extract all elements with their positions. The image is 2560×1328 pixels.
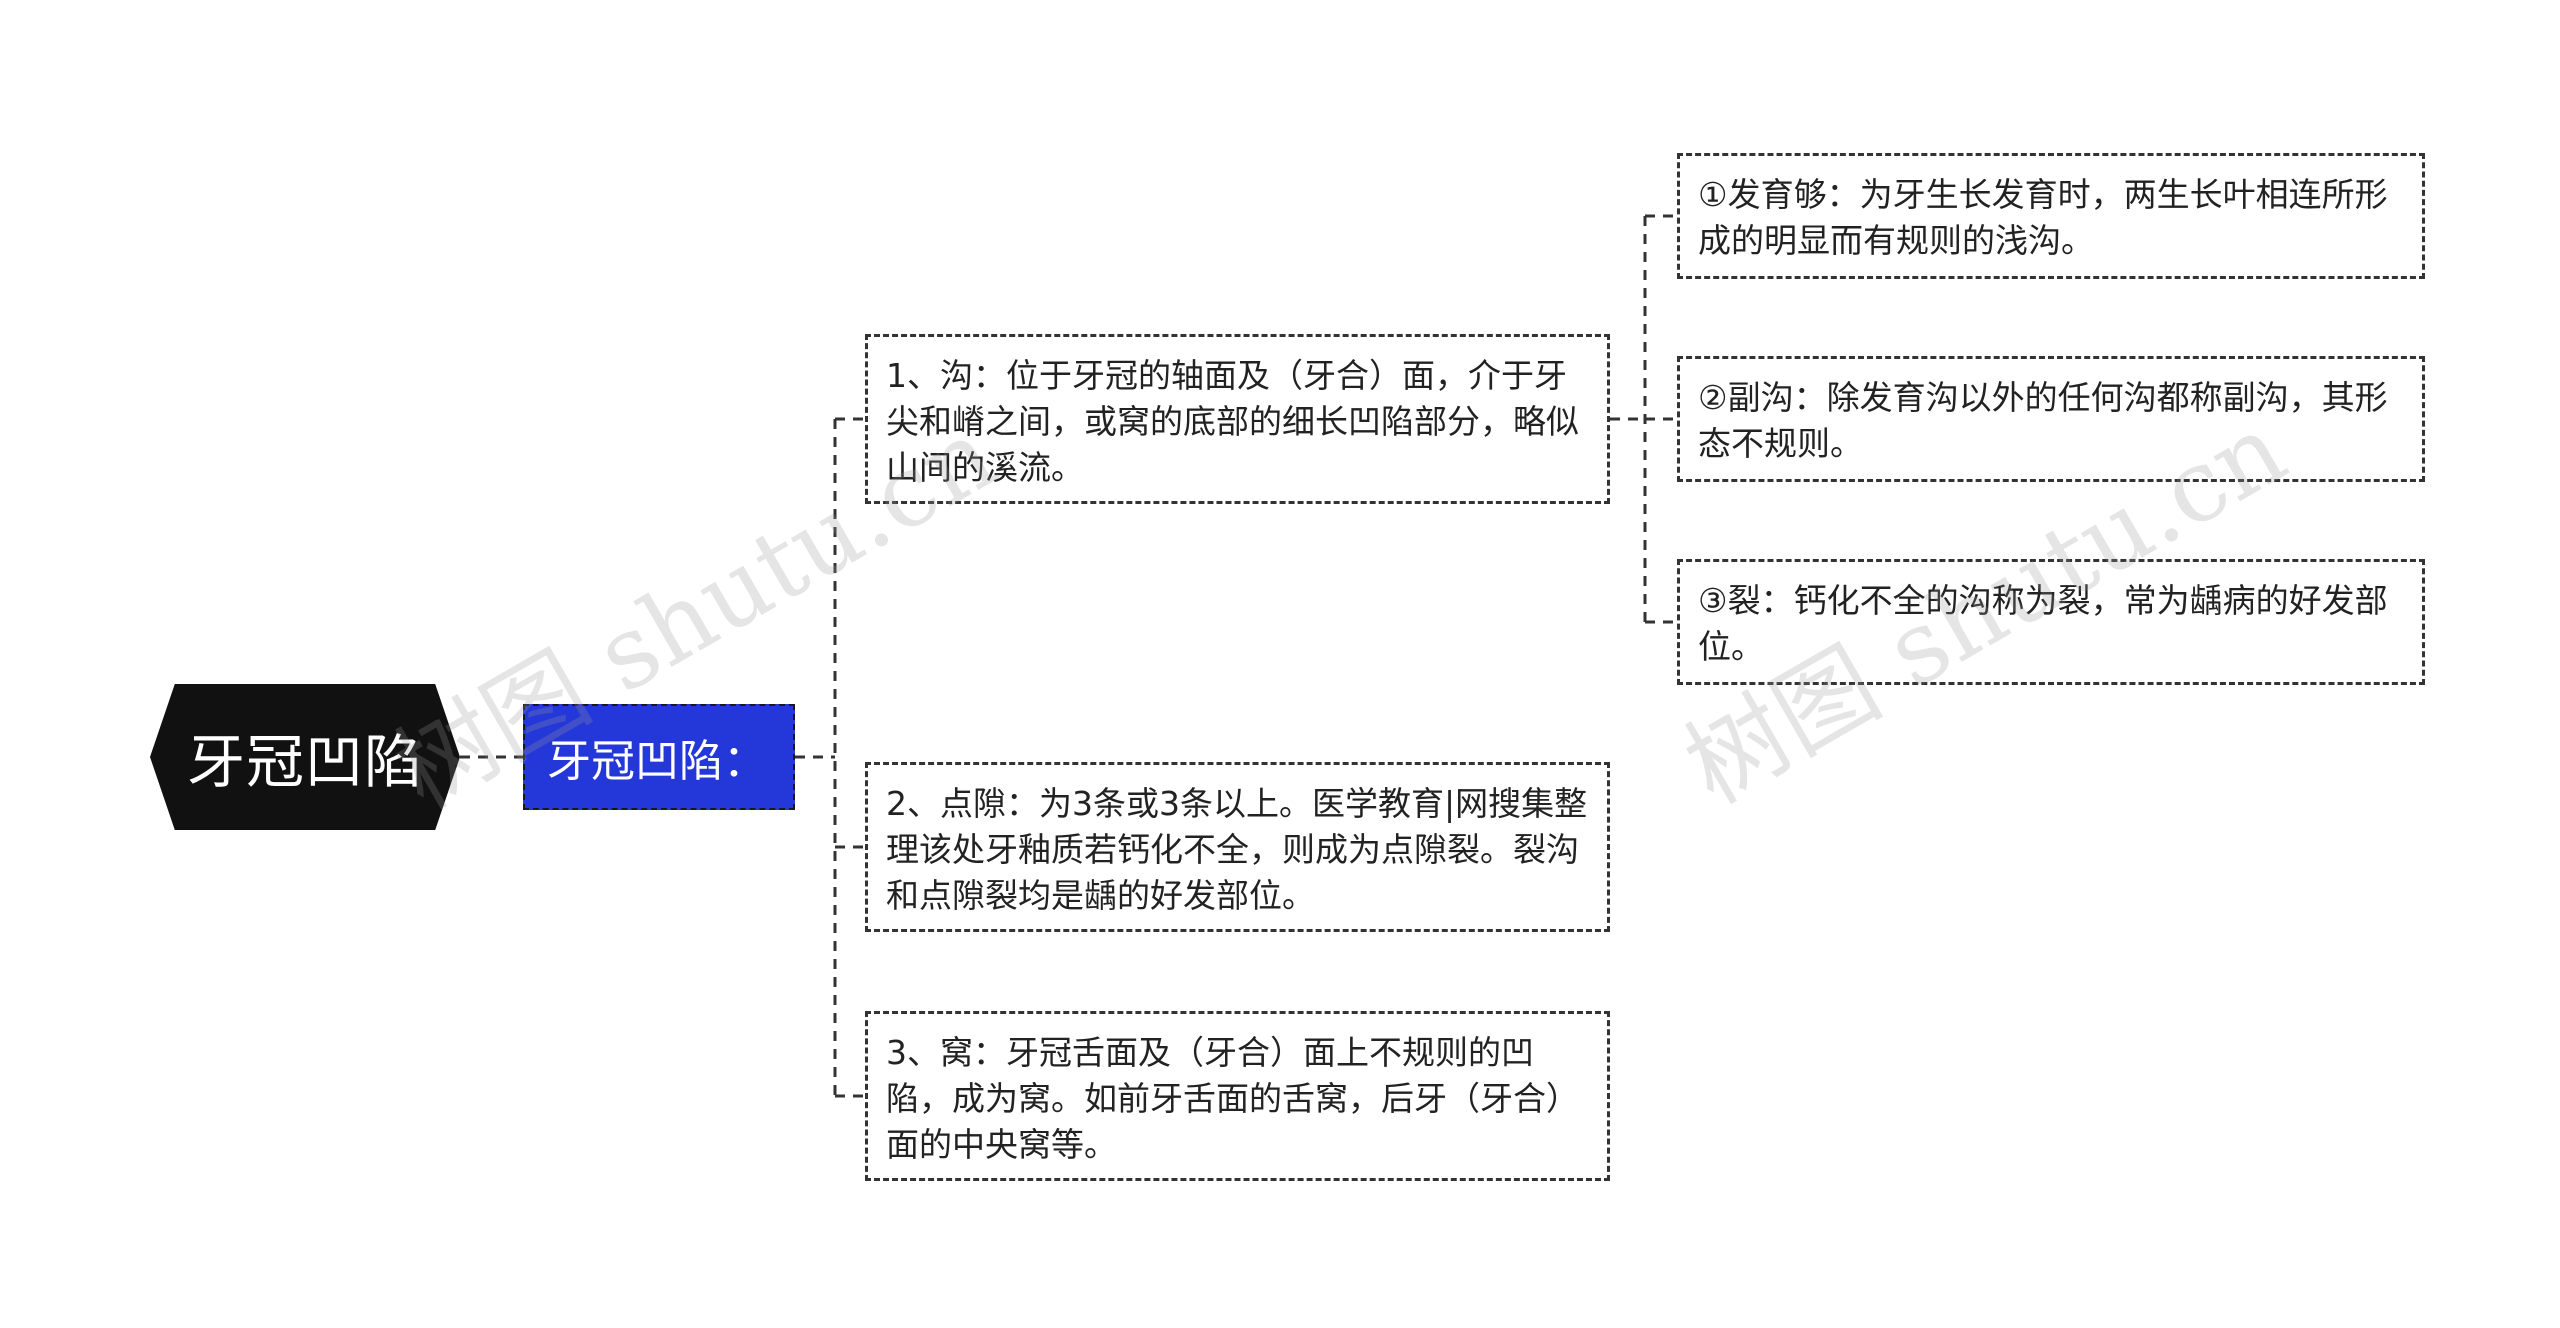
level1-node[interactable]: 牙冠凹陷： bbox=[523, 704, 795, 810]
level1-node-label: 牙冠凹陷： bbox=[547, 736, 767, 787]
subchild-node-fissure[interactable]: ③裂：钙化不全的沟称为裂，常为龋病的好发部位。 bbox=[1677, 559, 2425, 685]
subchild-node-developmental-groove[interactable]: ①发育够：为牙生长发育时，两生长叶相连所形成的明显而有规则的浅沟。 bbox=[1677, 153, 2425, 279]
subchild-node-supplemental-groove[interactable]: ②副沟：除发育沟以外的任何沟都称副沟，其形态不规则。 bbox=[1677, 356, 2425, 482]
child-node-text: 2、点隙：为3条或3条以上。医学教育|网搜集整理该处牙釉质若钙化不全，则成为点隙… bbox=[886, 784, 1588, 915]
child-node-fossa[interactable]: 3、窝：牙冠舌面及（牙合）面上不规则的凹陷，成为窝。如前牙舌面的舌窝，后牙（牙合… bbox=[865, 1011, 1610, 1181]
child-node-text: 1、沟：位于牙冠的轴面及（牙合）面，介于牙尖和嵴之间，或窝的底部的细长凹陷部分，… bbox=[886, 356, 1579, 487]
subchild-node-text: ①发育够：为牙生长发育时，两生长叶相连所形成的明显而有规则的浅沟。 bbox=[1698, 175, 2388, 260]
child-node-text: 3、窝：牙冠舌面及（牙合）面上不规则的凹陷，成为窝。如前牙舌面的舌窝，后牙（牙合… bbox=[886, 1033, 1579, 1164]
child-node-pit[interactable]: 2、点隙：为3条或3条以上。医学教育|网搜集整理该处牙釉质若钙化不全，则成为点隙… bbox=[865, 762, 1610, 932]
subchild-node-text: ③裂：钙化不全的沟称为裂，常为龋病的好发部位。 bbox=[1698, 581, 2388, 666]
subchild-node-text: ②副沟：除发育沟以外的任何沟都称副沟，其形态不规则。 bbox=[1698, 378, 2388, 463]
root-node-label: 牙冠凹陷 bbox=[186, 728, 423, 796]
root-node[interactable]: 牙冠凹陷 bbox=[150, 684, 460, 830]
child-node-groove[interactable]: 1、沟：位于牙冠的轴面及（牙合）面，介于牙尖和嵴之间，或窝的底部的细长凹陷部分，… bbox=[865, 334, 1610, 504]
